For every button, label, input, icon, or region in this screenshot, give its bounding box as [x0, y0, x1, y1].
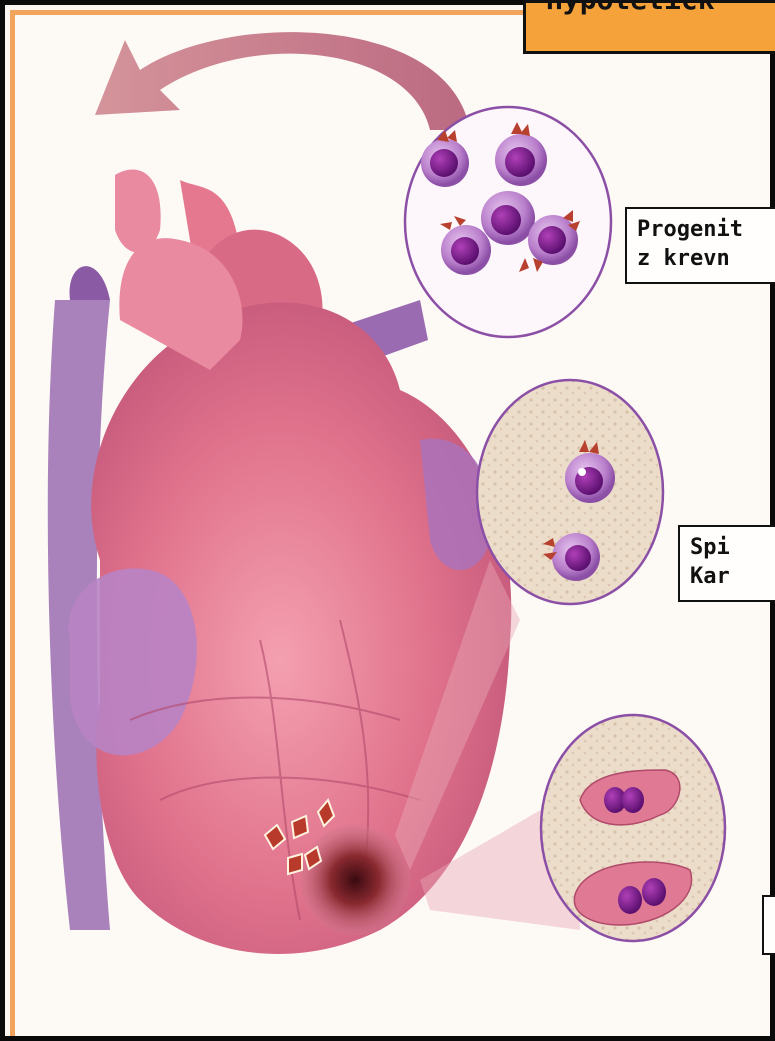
injury-site-icon	[300, 825, 410, 935]
curved-arrow-icon	[95, 32, 470, 130]
page-title: Hypotetick	[546, 0, 715, 16]
progenitor-label-line2: z krevn	[637, 244, 775, 273]
spi-label-line2: Kar	[690, 562, 775, 591]
progenitor-label: Progenit z krevn	[625, 207, 775, 284]
title-box: Hypotetick	[523, 0, 775, 54]
spi-label: Spi Kar	[678, 525, 775, 602]
progenitor-cells-inset	[405, 107, 611, 337]
spi-label-line1: Spi	[690, 533, 775, 562]
bottom-label	[762, 895, 775, 955]
tissue-cells-inset	[477, 380, 663, 604]
progenitor-label-line1: Progenit	[637, 215, 775, 244]
cardiomyocyte-inset	[541, 715, 725, 941]
